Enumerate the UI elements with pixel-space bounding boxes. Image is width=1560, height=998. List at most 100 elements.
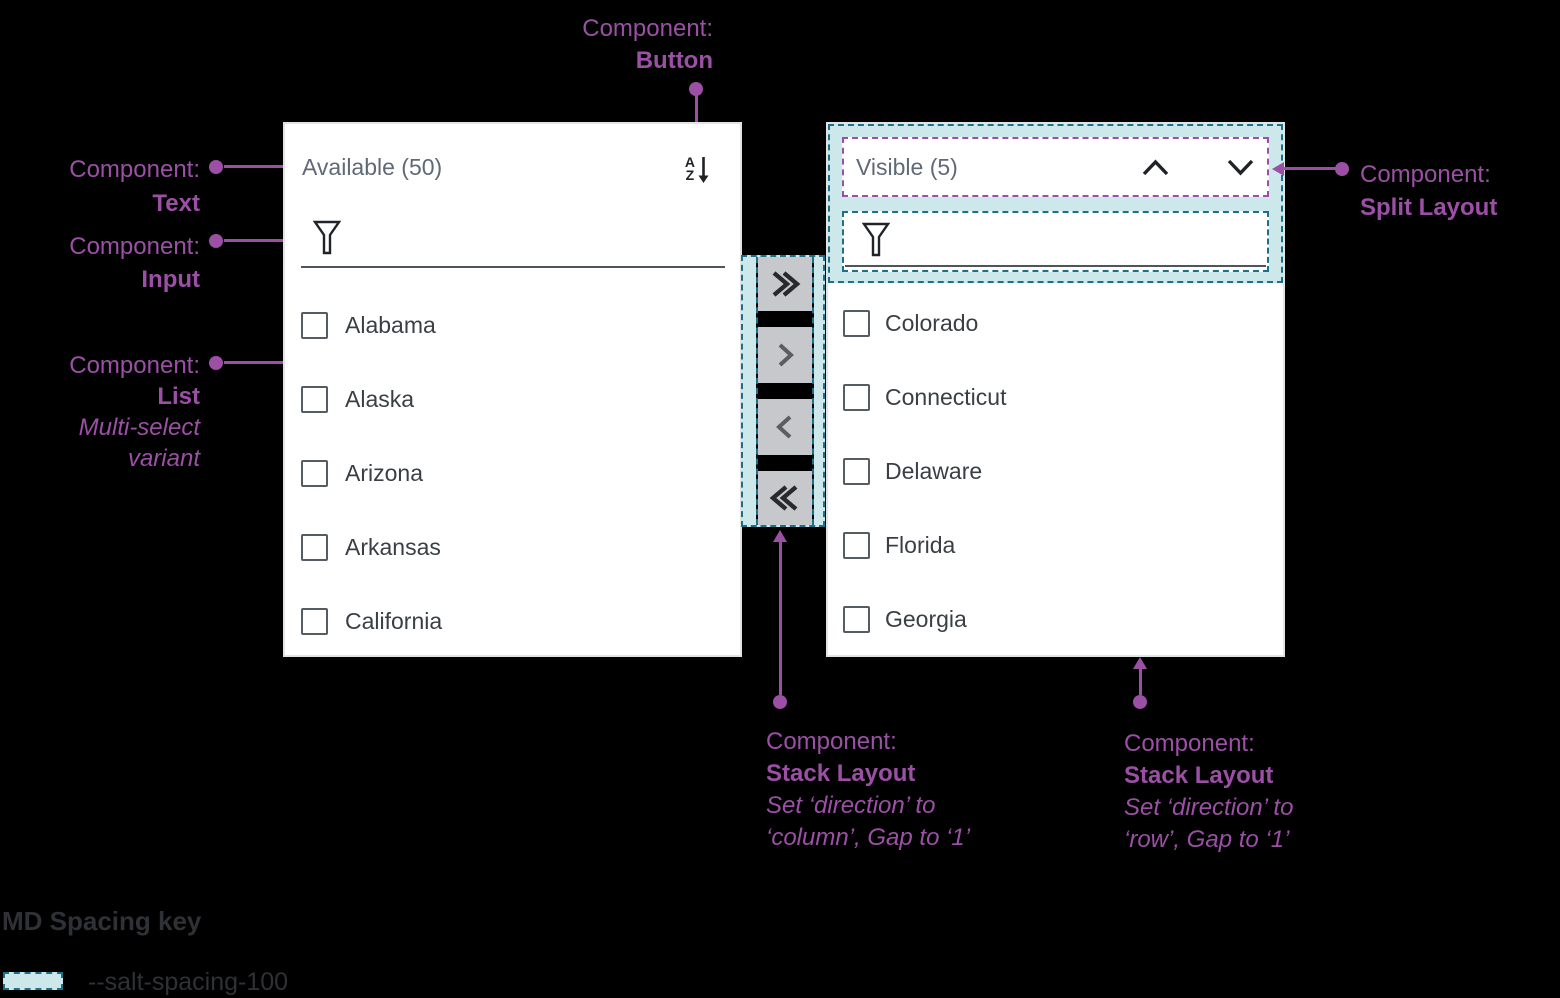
filter-input[interactable]: [842, 211, 1269, 272]
available-list-title: Available (50): [302, 154, 443, 180]
annotation-note: Set ‘direction’ to: [1124, 794, 1294, 821]
annotation-button: Component: Button: [440, 13, 713, 77]
annotation-text: Component: Text: [0, 153, 200, 221]
connector-line: [779, 541, 782, 695]
checkbox[interactable]: [301, 533, 328, 561]
connector-dot: [1335, 162, 1349, 176]
filter-funnel-icon: [312, 220, 342, 255]
annotation-label: Stack Layout: [1124, 762, 1274, 789]
sort-letter-top: A: [684, 154, 695, 170]
list-item-label: Alaska: [345, 385, 415, 412]
connector-line: [695, 95, 698, 130]
visible-list-panel: Visible (5): [826, 122, 1285, 657]
checkbox[interactable]: [301, 385, 328, 413]
move-all-right-button[interactable]: [758, 257, 812, 311]
annotation-list: Component: List Multi-select variant: [0, 350, 200, 474]
list-item-label: Connecticut: [885, 383, 1007, 410]
annotation-note: ‘column’, Gap to ‘1’: [766, 824, 971, 851]
sort-button[interactable]: A Z: [685, 154, 710, 184]
sort-az-icon: A Z: [684, 154, 695, 183]
connector-arrowhead: [1133, 657, 1147, 669]
reorder-up-button[interactable]: [1141, 158, 1170, 177]
connector-dot: [209, 234, 223, 248]
chevron-right-icon: [778, 343, 794, 367]
connector-line: [1139, 668, 1142, 695]
list-item-label: Arkansas: [345, 533, 441, 560]
annotation-label: List: [157, 383, 200, 410]
transfer-button-stack: [756, 257, 814, 525]
annotation-prefix: Component:: [69, 233, 200, 260]
move-left-button[interactable]: [758, 399, 812, 455]
checkbox[interactable]: [843, 309, 870, 337]
checkbox[interactable]: [843, 605, 870, 633]
chevron-down-icon: [1227, 159, 1254, 175]
annotation-note: Multi-select: [78, 414, 200, 441]
chevron-up-icon: [1142, 159, 1169, 175]
list-item-label: Florida: [885, 531, 956, 558]
list-item-label: Delaware: [885, 457, 983, 484]
annotation-label: Input: [141, 266, 200, 293]
checkbox[interactable]: [301, 607, 328, 635]
annotation-label: Stack Layout: [766, 760, 916, 787]
list-item-label: Georgia: [885, 605, 967, 632]
annotation-label: Text: [152, 190, 200, 217]
list-item[interactable]: Arizona: [285, 436, 740, 510]
checkbox[interactable]: [301, 311, 328, 339]
annotation-input: Component: Input: [0, 230, 200, 296]
list-item[interactable]: Alaska: [285, 362, 740, 436]
move-all-left-button[interactable]: [758, 471, 812, 525]
checkbox[interactable]: [843, 383, 870, 411]
checkbox[interactable]: [843, 531, 870, 559]
connector-line: [224, 239, 288, 242]
annotation-note: variant: [127, 445, 200, 472]
annotation-stack-layout-row: Component: Stack Layout Set ‘direction’ …: [1124, 728, 1293, 856]
input-underline: [301, 266, 725, 268]
double-chevron-left-icon: [769, 485, 798, 511]
annotation-prefix: Component:: [766, 728, 897, 755]
connector-line: [224, 165, 288, 168]
list-item[interactable]: Colorado: [828, 286, 1283, 360]
annotation-label: Button: [635, 47, 713, 74]
spacing-key-title: MD Spacing key: [2, 906, 202, 936]
spacing-swatch: [3, 972, 63, 990]
annotation-prefix: Component:: [1360, 161, 1491, 188]
annotation-note: Set ‘direction’ to: [766, 792, 936, 819]
list-item[interactable]: Arkansas: [285, 510, 740, 584]
visible-list: Colorado Connecticut Delaware Florida Ge…: [828, 286, 1283, 656]
list-item[interactable]: Georgia: [828, 582, 1283, 656]
connector-line: [224, 361, 286, 364]
spacing-token-label: --salt-spacing-100: [88, 968, 289, 996]
annotation-note: ‘row’, Gap to ‘1’: [1124, 826, 1290, 853]
checkbox[interactable]: [843, 457, 870, 485]
visible-list-title: Visible (5): [856, 153, 958, 180]
connector-arrowhead: [773, 530, 787, 542]
list-item[interactable]: California: [285, 584, 740, 658]
reorder-down-button[interactable]: [1226, 158, 1255, 177]
list-item[interactable]: Connecticut: [828, 360, 1283, 434]
annotation-split-layout: Component: Split Layout: [1360, 158, 1497, 224]
connector-arrowhead: [1272, 162, 1284, 176]
annotation-prefix: Component:: [69, 156, 200, 183]
filter-funnel-icon: [862, 222, 890, 257]
sort-letter-bottom: Z: [685, 167, 695, 183]
list-item-label: Arizona: [345, 459, 423, 486]
annotation-prefix: Component:: [69, 352, 200, 379]
connector-dot: [689, 82, 703, 96]
annotation-prefix: Component:: [582, 15, 713, 42]
stack-layout-spacing-overlay: [741, 255, 825, 527]
list-item-label: California: [345, 607, 443, 634]
move-right-button[interactable]: [758, 327, 812, 383]
checkbox[interactable]: [301, 459, 328, 487]
filter-input[interactable]: [312, 220, 342, 261]
connector-dot: [209, 160, 223, 174]
input-underline: [845, 265, 1266, 267]
list-item[interactable]: Alabama: [285, 288, 740, 362]
connector-dot: [1133, 695, 1147, 709]
connector-line: [1284, 167, 1336, 170]
list-item[interactable]: Florida: [828, 508, 1283, 582]
available-list-panel: Available (50) A Z Alabama: [283, 122, 742, 657]
annotation-stack-layout-column: Component: Stack Layout Set ‘direction’ …: [766, 726, 970, 854]
list-item[interactable]: Delaware: [828, 434, 1283, 508]
connector-dot: [773, 695, 787, 709]
